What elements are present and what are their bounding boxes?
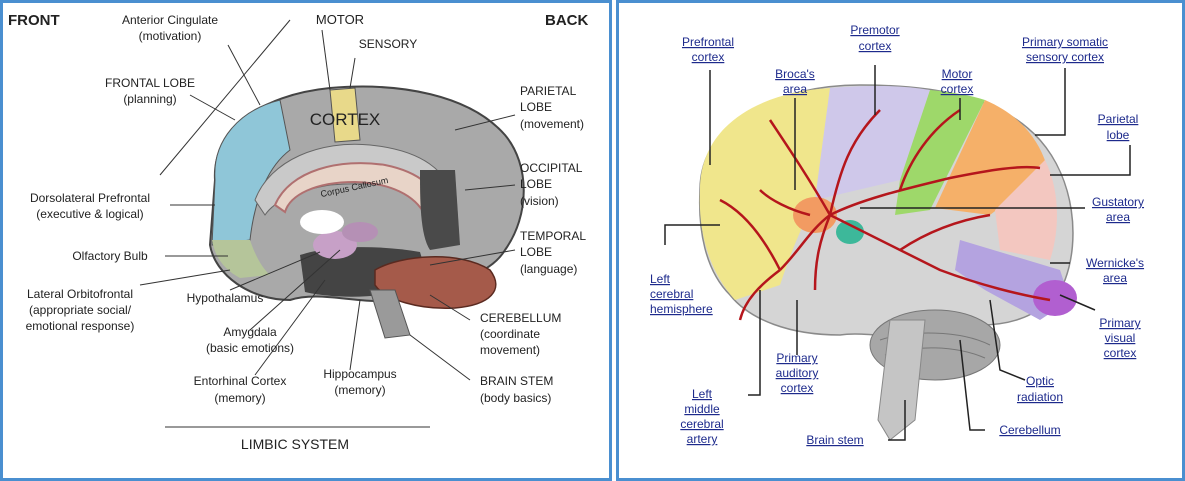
brocas-label: Broca's	[775, 67, 815, 81]
left-artery-label-2: middle	[684, 402, 720, 416]
brain-stem-desc: (body basics)	[480, 391, 551, 405]
anterior-cingulate-desc: (motivation)	[139, 29, 202, 43]
cortex-label: CORTEX	[310, 110, 381, 129]
left-hemisphere-label-2: cerebral	[650, 287, 693, 301]
olfactory-bulb-label: Olfactory Bulb	[72, 249, 148, 263]
parietal-lobe-label-2: LOBE	[520, 100, 552, 114]
lateral-orbitofrontal-desc-1: (appropriate social/	[29, 303, 132, 317]
dorsolateral-desc: (executive & logical)	[36, 207, 143, 221]
gustatory-label: Gustatory	[1092, 195, 1144, 209]
gustatory-label-2: area	[1106, 210, 1130, 224]
cerebellum-label-right: Cerebellum	[999, 423, 1060, 437]
premotor-label: Premotor	[850, 23, 899, 37]
optic-label: Optic	[1026, 374, 1054, 388]
primary-auditory-label-2: auditory	[776, 366, 819, 380]
left-artery-label: Left	[692, 387, 713, 401]
dorsolateral-label: Dorsolateral Prefrontal	[30, 191, 150, 205]
cerebellum-desc-1: (coordinate	[480, 327, 540, 341]
back-label: BACK	[545, 12, 588, 29]
brain-stem-label-right: Brain stem	[806, 433, 863, 447]
hypothalamus-label: Hypothalamus	[187, 291, 264, 305]
parietal-lobe-desc: (movement)	[520, 117, 584, 131]
occipital-lobe-label-2: LOBE	[520, 177, 552, 191]
lateral-orbitofrontal-desc-2: emotional response)	[26, 319, 135, 333]
left-artery-label-3: cerebral	[680, 417, 723, 431]
temporal-lobe-label-2: LOBE	[520, 245, 552, 259]
amygdala-desc: (basic emotions)	[206, 341, 294, 355]
frontal-lobe-desc: (planning)	[123, 92, 176, 106]
temporal-lobe-desc: (language)	[520, 262, 577, 276]
brocas-label-2: area	[783, 82, 807, 96]
motor-cortex-label: Motor	[942, 67, 973, 81]
entorhinal-desc: (memory)	[214, 391, 265, 405]
parietal-label: Parietal	[1098, 112, 1139, 126]
premotor-label-2: cortex	[859, 39, 892, 53]
motor-cortex-label-2: cortex	[941, 82, 974, 96]
lateral-orbitofrontal-label: Lateral Orbitofrontal	[27, 287, 133, 301]
wernickes-label: Wernicke's	[1086, 256, 1144, 270]
prefrontal-label-2: cortex	[692, 50, 725, 64]
primary-auditory-label: Primary	[776, 351, 817, 365]
hippocampus-label: Hippocampus	[323, 367, 396, 381]
primary-visual-label-2: visual	[1105, 331, 1136, 345]
left-artery-label-4: artery	[687, 432, 718, 446]
entorhinal-label: Entorhinal Cortex	[194, 374, 287, 388]
amygdala-label: Amygdala	[223, 325, 277, 339]
hippocampus-desc: (memory)	[334, 383, 385, 397]
prefrontal-label: Prefrontal	[682, 35, 734, 49]
occipital-lobe-label: OCCIPITAL	[520, 161, 583, 175]
occipital-lobe-desc: (vision)	[520, 194, 559, 208]
motor-label: MOTOR	[316, 12, 364, 27]
primary-auditory-label-3: cortex	[781, 381, 814, 395]
wernickes-label-2: area	[1103, 271, 1127, 285]
primary-somatic-label-2: sensory cortex	[1026, 50, 1104, 64]
anterior-cingulate-label: Anterior Cingulate	[122, 13, 218, 27]
parietal-lobe-label: PARIETAL	[520, 84, 577, 98]
sensory-label: SENSORY	[359, 37, 417, 51]
temporal-lobe-label: TEMPORAL	[520, 229, 586, 243]
primary-visual-label-3: cortex	[1104, 346, 1137, 360]
parietal-label-2: lobe	[1107, 128, 1130, 142]
limbic-system-label: LIMBIC SYSTEM	[241, 436, 349, 452]
cerebellum-label: CEREBELLUM	[480, 311, 561, 325]
left-hemisphere-label: Left	[650, 272, 671, 286]
front-label: FRONT	[8, 12, 60, 29]
cerebellum-desc-2: movement)	[480, 343, 540, 357]
brain-stem-label: BRAIN STEM	[480, 374, 553, 388]
primary-somatic-label: Primary somatic	[1022, 35, 1108, 49]
frontal-lobe-label: FRONTAL LOBE	[105, 76, 195, 90]
left-hemisphere-label-3: hemisphere	[650, 302, 713, 316]
optic-label-2: radiation	[1017, 390, 1063, 404]
cortex-brain-illustration	[700, 85, 1077, 440]
primary-visual-label: Primary	[1099, 316, 1140, 330]
